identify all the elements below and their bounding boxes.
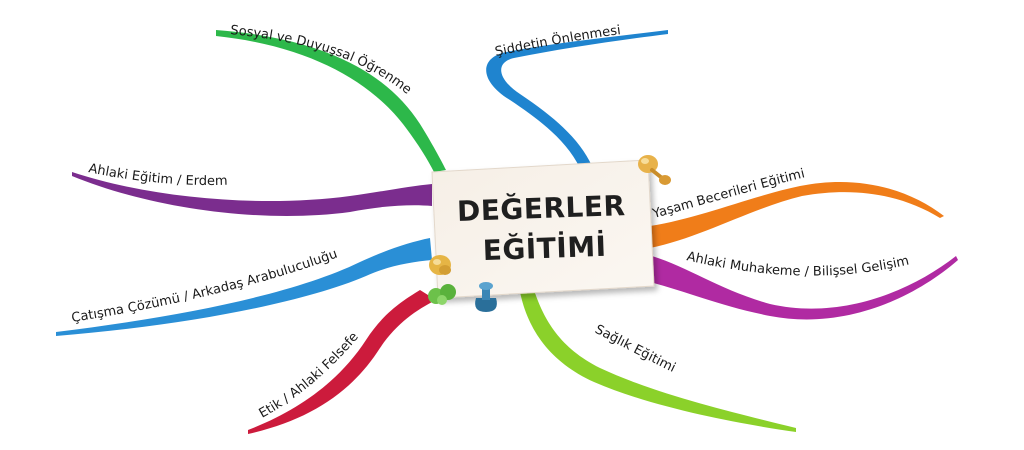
- pushpin-green-icon: [428, 284, 456, 305]
- pushpin-left-gold-icon: [429, 255, 451, 275]
- branch-label-muhakeme: Ahlaki Muhakeme / Bilişsel Gelişim: [685, 249, 910, 279]
- branch-siddet-line: [486, 30, 668, 168]
- branch-ahlaki-line: [72, 172, 432, 216]
- branch-yasam-line: [650, 181, 944, 248]
- pushpin-top-right-icon: [638, 155, 671, 185]
- branch-etik-line: [248, 290, 436, 434]
- center-title-line1: DEĞERLER: [456, 188, 626, 228]
- center-note: [431, 159, 655, 299]
- center-title-line2: EĞİTİMİ: [482, 229, 607, 267]
- branch-saglik-line: [520, 290, 796, 432]
- branch-sosyal-line: [216, 30, 446, 172]
- pushpin-blue-icon: [475, 282, 497, 312]
- branch-muhakeme-line: [650, 256, 958, 320]
- branch-label-saglik: Sağlık Eğitimi: [592, 322, 677, 376]
